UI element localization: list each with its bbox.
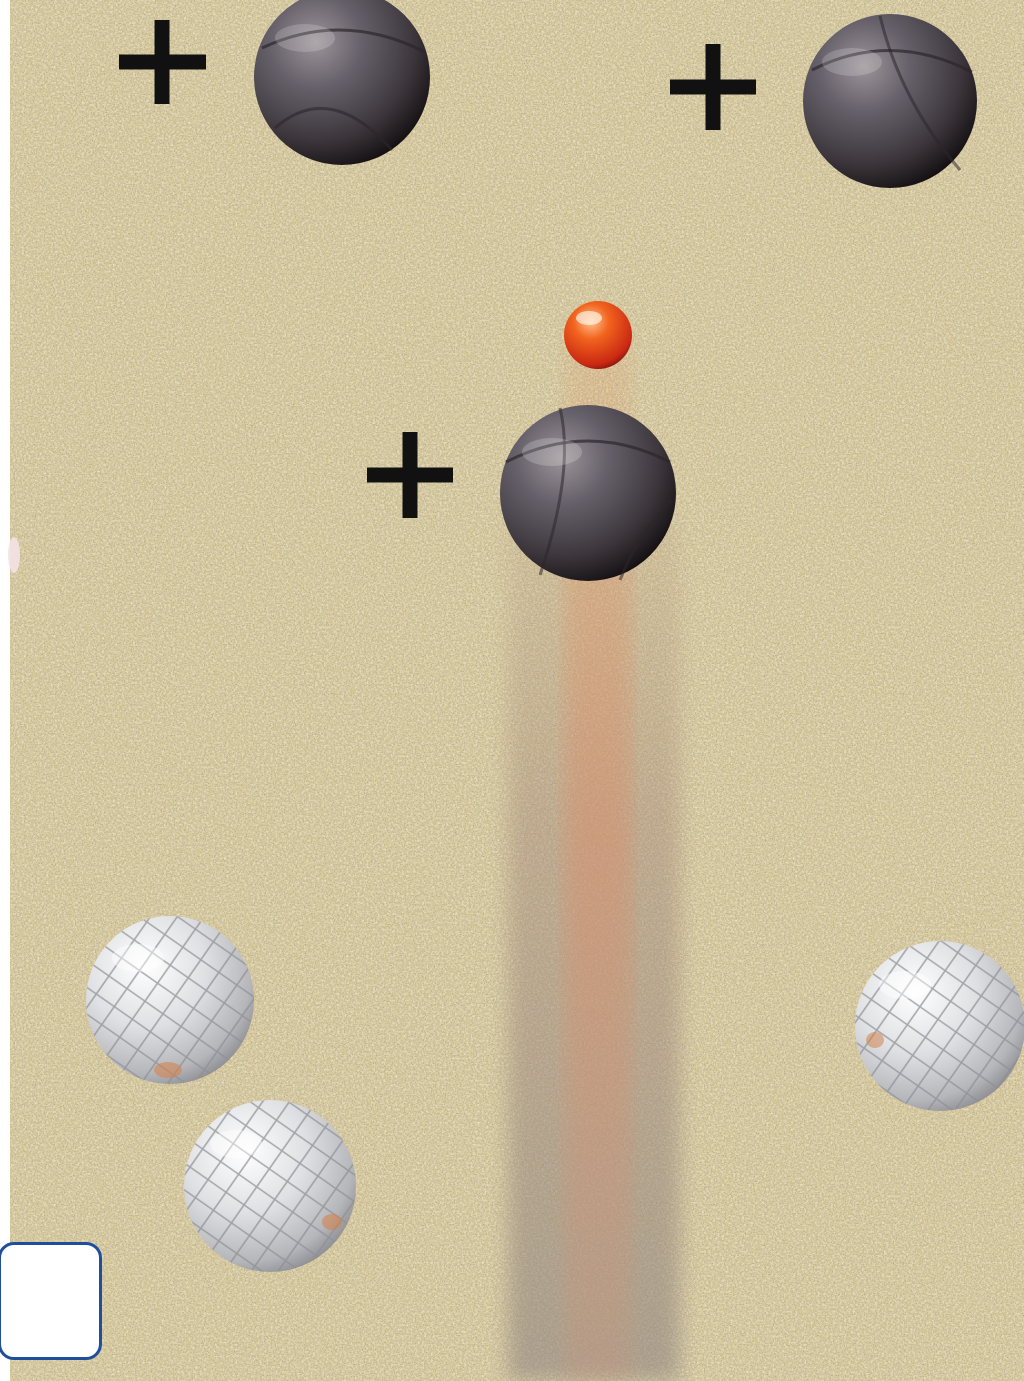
edge-mark (8, 537, 20, 573)
silver-boule-icon[interactable] (184, 1100, 356, 1272)
silver-boule-icon[interactable] (855, 941, 1024, 1111)
dark-boule-icon[interactable] (803, 14, 977, 188)
jack-ball-icon[interactable] (564, 301, 632, 369)
dark-boule-icon[interactable] (500, 405, 676, 581)
score-box (0, 1242, 102, 1360)
silver-boule-icon[interactable] (86, 916, 254, 1084)
